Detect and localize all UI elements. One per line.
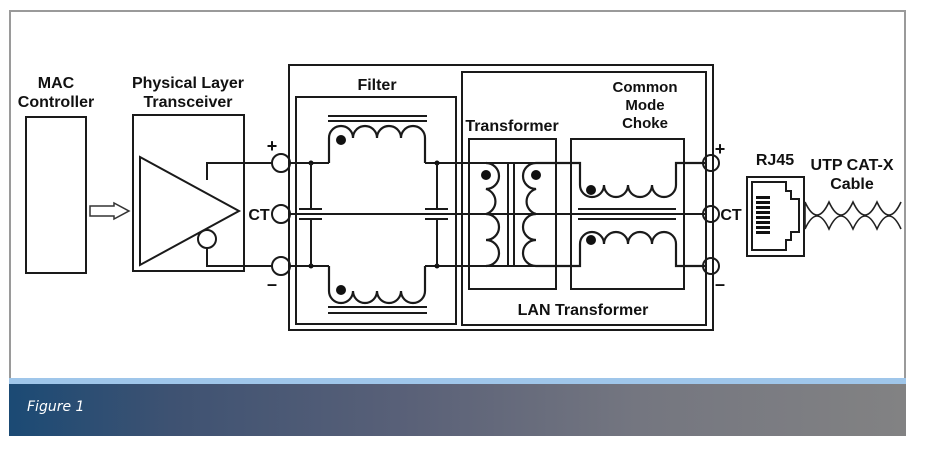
figure-caption-bar: Figure 1 <box>9 384 906 436</box>
lan-transformer-box <box>461 71 707 326</box>
utp-cable: UTP CAT-X Cable <box>804 157 902 231</box>
filter-box <box>295 96 457 325</box>
transformer-box <box>468 138 557 290</box>
amplifier-triangle-icon <box>139 155 242 267</box>
mac-controller-block: MAC Controller <box>18 75 94 274</box>
phy-box <box>132 114 245 272</box>
rj45-label: RJ45 <box>756 152 794 169</box>
ct-label-right: CT <box>720 207 742 224</box>
phy-block: Physical Layer Transceiver <box>132 75 272 272</box>
plus-label-right: + <box>715 139 726 159</box>
choke-label-line1: Common <box>613 79 678 96</box>
plus-label-left: + <box>267 136 278 156</box>
terminal-ct-left <box>271 204 291 224</box>
choke-box <box>570 138 685 290</box>
polarity-dot-icon <box>336 135 346 145</box>
footer-accent-strip <box>9 378 906 384</box>
filter-label: Filter <box>357 77 396 94</box>
figure-caption: Figure 1 <box>27 399 85 415</box>
polarity-dot-icon <box>531 170 541 180</box>
transformer-label: Transformer <box>465 118 558 135</box>
minus-label-left: – <box>267 274 277 294</box>
phy-label-line2: Transceiver <box>144 94 233 111</box>
polarity-dot-icon <box>336 285 346 295</box>
terminal-plus-right <box>702 154 720 172</box>
rj45-block: RJ45 <box>746 152 805 257</box>
polarity-dot-icon <box>586 185 596 195</box>
polarity-dot-icon <box>481 170 491 180</box>
rj45-jack-icon <box>751 181 800 251</box>
ct-label-left: CT <box>248 207 270 224</box>
choke-label-line3: Choke <box>622 115 668 132</box>
module-box <box>288 64 714 331</box>
minus-label-right: – <box>715 274 725 294</box>
lan-transformer-block: Transformer Common Mode Choke LAN Transf… <box>461 71 707 326</box>
terminal-ct-right <box>702 205 720 223</box>
choke-label-line2: Mode <box>625 97 664 114</box>
rj45-outer-box <box>746 176 805 257</box>
rj45-pins-icon <box>756 196 770 234</box>
inverting-bubble-icon <box>197 229 217 249</box>
left-terminals: + CT – <box>248 136 291 294</box>
cable-label-line1: UTP CAT-X <box>811 157 894 174</box>
lan-transformer-label: LAN Transformer <box>518 302 649 319</box>
filter-block: Filter <box>290 77 560 325</box>
terminal-minus-left <box>271 256 291 276</box>
mac-label-line2: Controller <box>18 94 94 111</box>
right-terminals: + CT – <box>702 139 742 294</box>
phy-label-line1: Physical Layer <box>132 75 244 92</box>
twisted-pair-icon <box>804 200 902 231</box>
cable-label-line2: Cable <box>830 176 874 193</box>
terminal-plus-left <box>271 153 291 173</box>
terminal-minus-right <box>702 257 720 275</box>
mac-controller-box <box>25 116 87 274</box>
polarity-dot-icon <box>586 235 596 245</box>
mac-label-line1: MAC <box>38 75 75 92</box>
data-flow-arrow-icon <box>89 201 131 221</box>
